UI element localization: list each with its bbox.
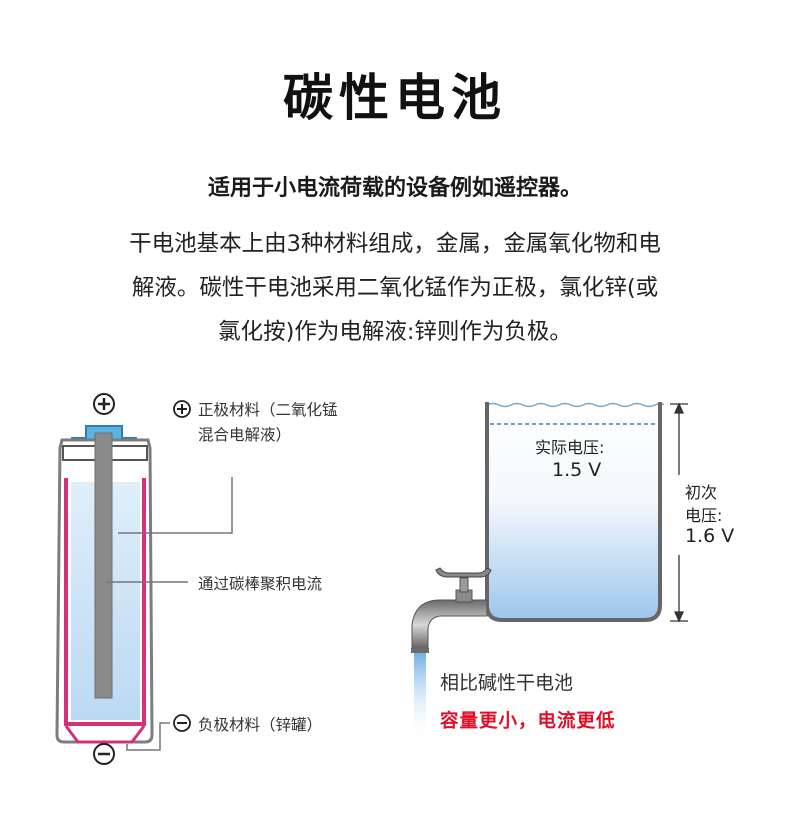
tank-wall	[485, 402, 662, 622]
leader-lines	[106, 477, 233, 751]
battery-plus-icon	[93, 393, 115, 415]
carbon-rod	[94, 432, 113, 699]
water-surface	[486, 402, 665, 408]
initial-voltage-dimension	[670, 402, 688, 623]
water-tank-illustration	[411, 402, 688, 741]
initial-voltage-value: 1.6 V	[685, 525, 735, 547]
description-line-1: 干电池基本上由3种材料组成，金属，金属氧化物和电	[129, 231, 661, 257]
initial-voltage-label-1: 初次	[685, 483, 718, 502]
battery-illustration	[55, 393, 154, 765]
initial-voltage-label-2: 电压:	[685, 506, 723, 525]
battery-minus-icon	[93, 743, 115, 765]
actual-voltage-label: 实际电压:	[535, 438, 605, 457]
leader-line-negative	[126, 722, 170, 751]
water-stream	[414, 653, 426, 741]
positive-material-label-1: 正极材料（二氧化锰	[198, 401, 338, 419]
negative-material-label: 负极材料（锌罐）	[198, 716, 323, 734]
page-title: 碳性电池	[283, 69, 507, 127]
description-line-2: 解液。碳性干电池采用二氧化锰作为正极，氯化锌(或	[131, 275, 659, 301]
compare-label: 相比碱性干电池	[440, 672, 574, 694]
actual-voltage-value: 1.5 V	[552, 459, 602, 481]
highlight-text: 容量更小，电流更低	[440, 711, 616, 732]
faucet-icon	[411, 567, 492, 653]
positive-label-icon	[173, 400, 191, 418]
battery-bottom-cup	[64, 725, 146, 744]
negative-label-icon	[173, 714, 191, 732]
carbon-rod-label: 通过碳棒聚积电流	[198, 575, 323, 593]
zinc-can	[64, 478, 146, 726]
description-line-3: 氯化按)作为电解液:锌则作为负极。	[218, 319, 572, 345]
tank-water	[487, 403, 660, 620]
subtitle: 适用于小电流荷载的设备例如遥控器。	[207, 176, 582, 201]
leader-line-positive	[118, 477, 233, 534]
positive-material-label-2: 混合电解液）	[198, 426, 292, 444]
